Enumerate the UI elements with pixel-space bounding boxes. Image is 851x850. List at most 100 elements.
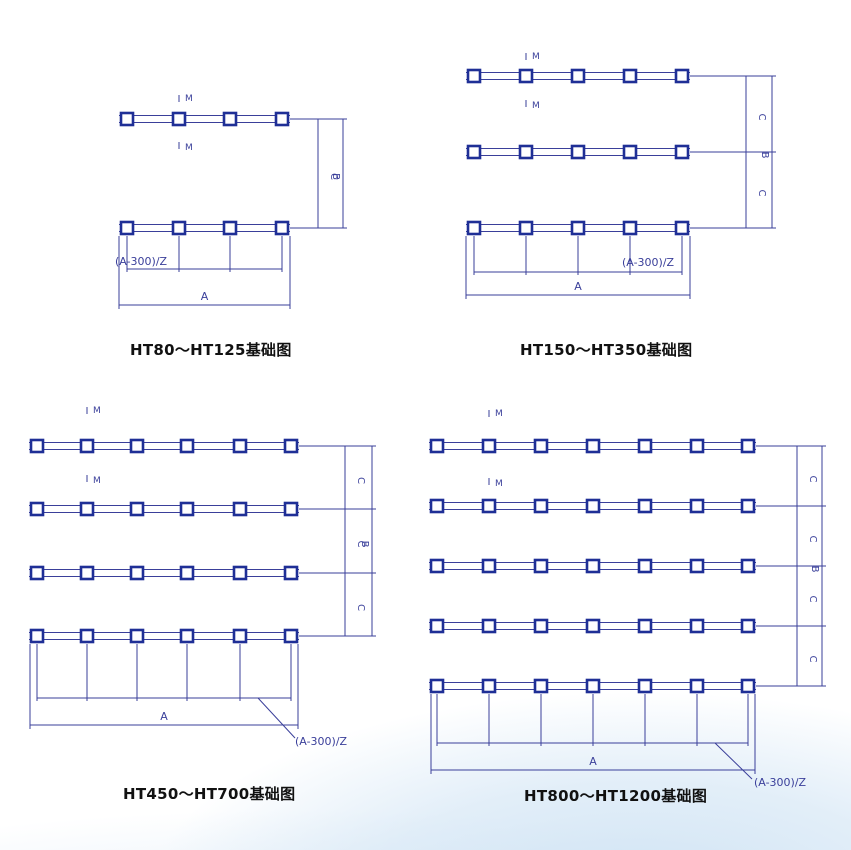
section-label-m: M <box>495 409 503 419</box>
foundation-block <box>232 438 248 454</box>
dim-label-pitch: (A-300)/Z <box>754 776 807 789</box>
foundation-block <box>585 678 601 694</box>
foundation-block <box>518 68 534 84</box>
section-label-m: M <box>532 101 540 111</box>
foundation-block <box>179 628 195 644</box>
foundation-block <box>585 438 601 454</box>
foundation-block <box>570 144 586 160</box>
foundation-block <box>29 501 45 517</box>
dim-label-a: A <box>589 755 597 768</box>
dim-label-c: C <box>355 541 366 548</box>
foundation-block <box>740 678 756 694</box>
foundation-block <box>740 438 756 454</box>
foundation-block <box>283 438 299 454</box>
foundation-block <box>29 565 45 581</box>
foundation-block <box>129 565 145 581</box>
dim-label-c: C <box>807 596 818 603</box>
foundation-block <box>179 501 195 517</box>
foundation-block <box>232 501 248 517</box>
foundation-block <box>740 558 756 574</box>
foundation-block <box>622 144 638 160</box>
section-label-m: M <box>185 143 193 153</box>
diagram-caption-ht800-ht1200: HT800～HT1200基础图 <box>524 787 708 805</box>
foundation-block <box>637 438 653 454</box>
foundation-block <box>171 220 187 236</box>
dim-label-c: C <box>807 656 818 663</box>
section-label-m: M <box>93 406 101 416</box>
foundation-block <box>637 558 653 574</box>
dim-label-a: A <box>201 290 209 303</box>
foundation-block <box>232 628 248 644</box>
foundation-block <box>481 558 497 574</box>
foundation-block <box>466 220 482 236</box>
dim-label-c: C <box>328 173 339 180</box>
foundation-block <box>429 618 445 634</box>
foundation-block <box>283 628 299 644</box>
foundation-block <box>232 565 248 581</box>
foundation-block <box>79 501 95 517</box>
foundation-block <box>429 438 445 454</box>
foundation-block <box>740 498 756 514</box>
dim-label-pitch: (A-300)/Z <box>295 735 348 748</box>
foundation-block <box>674 144 690 160</box>
foundation-block <box>129 501 145 517</box>
dim-label-a: A <box>574 280 582 293</box>
diagram-caption-ht450-ht700: HT450～HT700基础图 <box>123 785 296 803</box>
section-label-m: M <box>495 479 503 489</box>
foundation-block <box>481 618 497 634</box>
diagram-caption-ht80-ht125: HT80～HT125基础图 <box>130 341 292 359</box>
foundation-block <box>689 498 705 514</box>
foundation-block <box>29 628 45 644</box>
foundation-block <box>429 558 445 574</box>
foundation-block <box>689 678 705 694</box>
foundation-block <box>533 498 549 514</box>
foundation-block <box>79 628 95 644</box>
dim-label-c: C <box>756 190 767 197</box>
foundation-block <box>689 438 705 454</box>
foundation-block <box>481 438 497 454</box>
foundation-block <box>466 68 482 84</box>
foundation-block <box>429 678 445 694</box>
dim-label-b: B <box>809 566 820 573</box>
foundation-block <box>274 220 290 236</box>
dim-label-c: C <box>355 604 366 611</box>
foundation-block <box>637 618 653 634</box>
foundation-block <box>740 618 756 634</box>
section-label-m: M <box>532 52 540 62</box>
foundation-block <box>622 68 638 84</box>
foundation-block <box>429 498 445 514</box>
foundation-block <box>129 438 145 454</box>
dim-label-b: B <box>330 173 341 180</box>
diagram-ht800-ht1200: C C C C B M M A (A-300)/Z <box>429 409 826 789</box>
dim-label-c: C <box>807 476 818 483</box>
foundation-block <box>119 220 135 236</box>
foundation-block <box>129 628 145 644</box>
dim-label-pitch: (A-300)/Z <box>622 256 675 269</box>
foundation-block <box>637 678 653 694</box>
dim-label-c: C <box>355 477 366 484</box>
foundation-block <box>222 220 238 236</box>
foundation-block <box>533 558 549 574</box>
foundation-block <box>518 220 534 236</box>
foundation-block <box>179 565 195 581</box>
dim-label-b: B <box>759 152 770 159</box>
foundation-block <box>274 111 290 127</box>
foundation-block <box>283 565 299 581</box>
leader-line <box>257 697 296 739</box>
dim-label-c: C <box>807 536 818 543</box>
foundation-block <box>622 220 638 236</box>
foundation-block <box>637 498 653 514</box>
dim-label-a: A <box>160 710 168 723</box>
foundation-block <box>533 678 549 694</box>
foundation-block <box>585 558 601 574</box>
foundation-block <box>29 438 45 454</box>
foundation-block <box>689 558 705 574</box>
foundation-block <box>119 111 135 127</box>
foundation-block <box>570 68 586 84</box>
section-label-m: M <box>93 476 101 486</box>
foundation-block <box>283 501 299 517</box>
dim-label-b: B <box>359 541 370 548</box>
